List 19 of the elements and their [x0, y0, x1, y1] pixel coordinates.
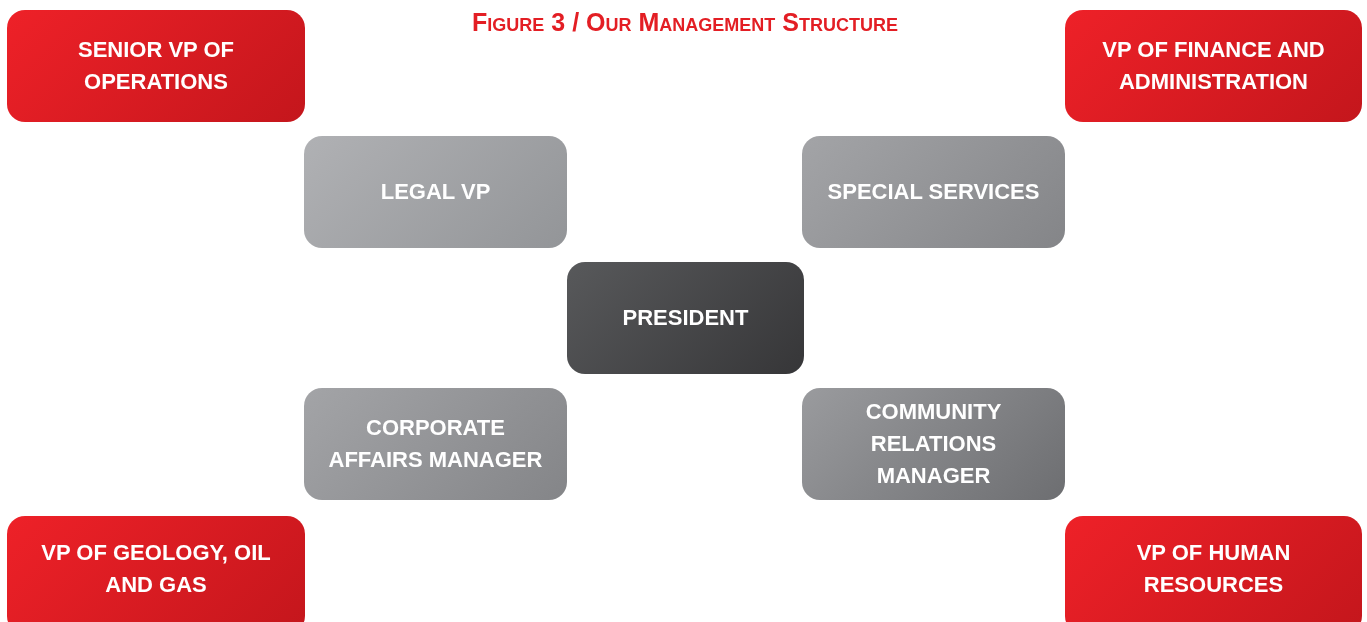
role-title: VP OF FINANCE AND ADMINISTRATION — [1101, 36, 1326, 96]
role-title: PRESIDENT — [622, 304, 749, 332]
role-box — [802, 136, 1065, 248]
role-title: SENIOR VP OF OPERATIONS — [76, 36, 236, 96]
role-box — [7, 10, 305, 122]
role-title: VP OF HUMAN RESOURCES — [1135, 539, 1292, 599]
role-box — [802, 388, 1065, 500]
role-title: LEGAL VP — [380, 178, 491, 206]
role-title: CORPORATE AFFAIRS MANAGER — [328, 414, 543, 474]
role-box — [1065, 516, 1362, 622]
role-title: SPECIAL SERVICES — [827, 178, 1040, 206]
role-title: COMMUNITY RELATIONS MANAGER — [864, 398, 1003, 490]
role-box — [304, 388, 567, 500]
role-box — [567, 262, 804, 374]
role-title: VP OF GEOLOGY, OIL AND GAS — [40, 539, 272, 599]
role-box — [1065, 10, 1362, 122]
role-box — [7, 516, 305, 622]
diagram-title: Figure 3 / Our Management Structure — [471, 8, 899, 37]
role-box — [304, 136, 567, 248]
